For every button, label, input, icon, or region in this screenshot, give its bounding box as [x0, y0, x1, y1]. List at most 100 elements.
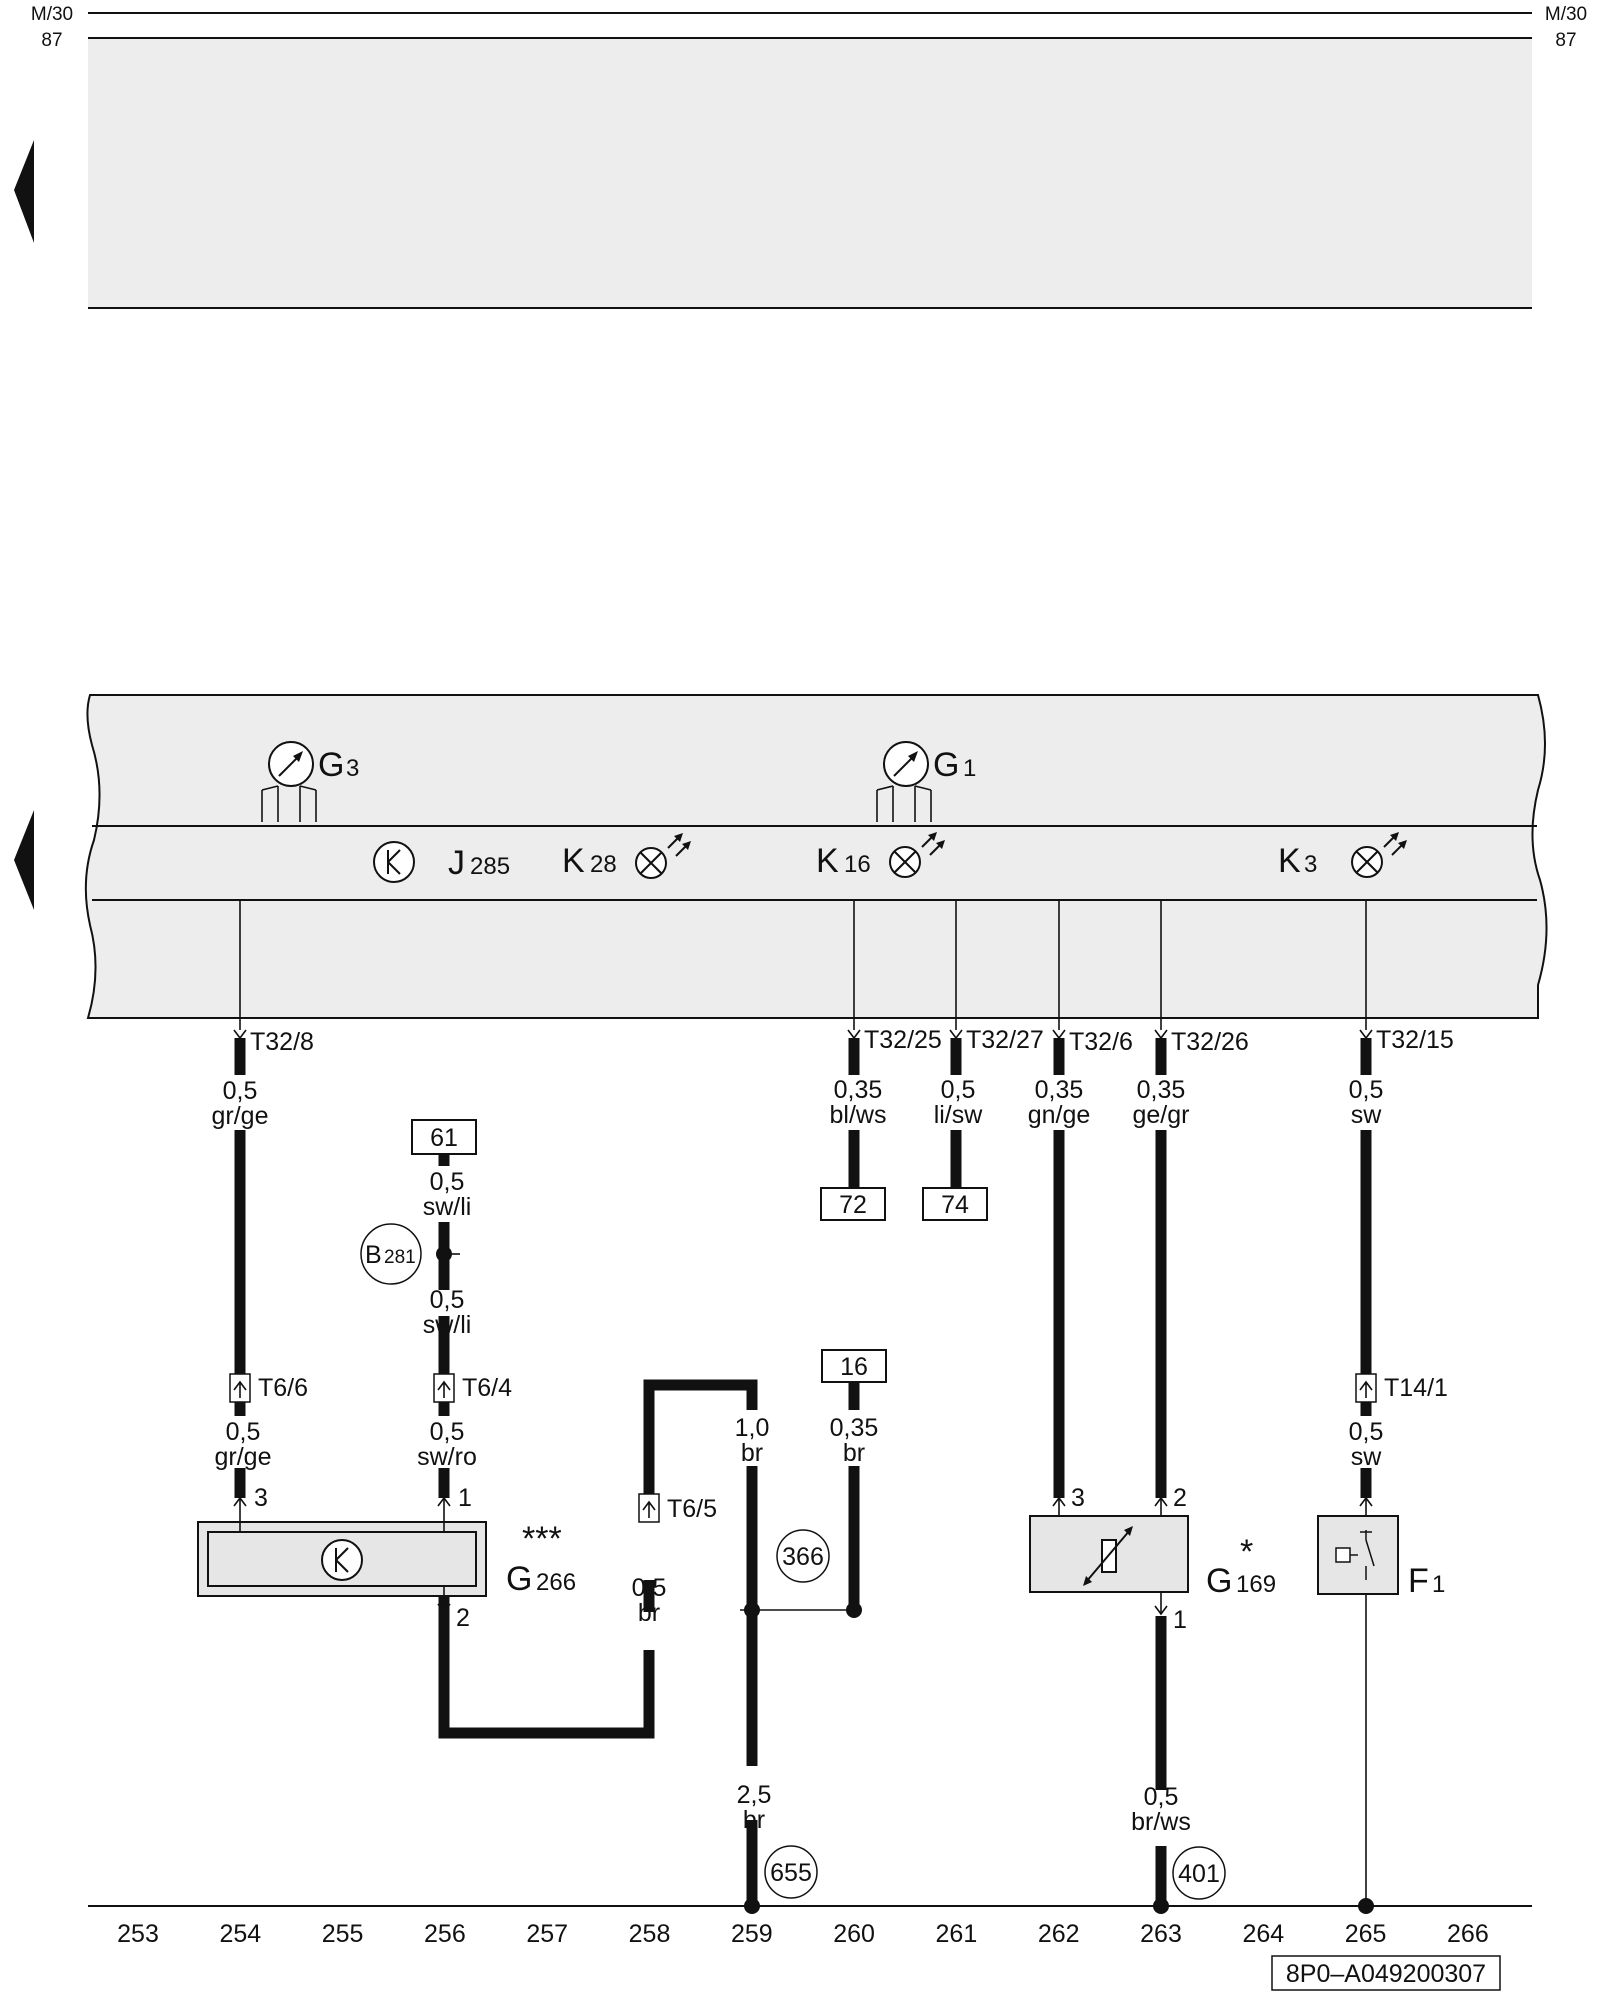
wire-color: gr/ge [212, 1102, 269, 1130]
column-number: 258 [629, 1920, 671, 1948]
rail-label-m30-right: M/30 [1545, 4, 1587, 25]
ground-655: 655 [770, 1859, 812, 1887]
component-mark: *** [522, 1520, 562, 1558]
component-sub: 266 [536, 1569, 576, 1596]
label-k3-letter: K [1278, 842, 1301, 880]
connector-t6-6-icon [229, 1373, 251, 1403]
component-sub: 169 [1236, 1571, 1276, 1598]
column-number: 263 [1140, 1920, 1182, 1948]
pin-number: 1 [1173, 1606, 1187, 1634]
document-id: 8P0–A049200307 [1286, 1960, 1486, 1988]
wire-size: 0,5 [226, 1418, 261, 1446]
sensor-icon [321, 1539, 363, 1581]
ground-points: 366 655 401 [764, 1529, 1226, 1900]
sensor-g169: 3 2 1 * G 169 [1029, 1484, 1276, 1634]
component-letter: G [506, 1560, 532, 1598]
ref-16: 16 [840, 1353, 868, 1381]
ref-72: 72 [839, 1191, 867, 1219]
wire-color: sw/li [423, 1193, 472, 1221]
wire-color: br [741, 1439, 763, 1467]
ground-401: 401 [1178, 1860, 1220, 1888]
fuel-gauge-g1: G 1 [876, 741, 976, 822]
warning-lamp-k28: K 28 [562, 833, 691, 880]
label-g3-letter: G [318, 746, 344, 784]
pin-t32-8: T32/8 [250, 1028, 314, 1056]
wire-color: sw/ro [417, 1443, 477, 1471]
lamp-icon [635, 833, 691, 879]
rail-label-87-left: 87 [41, 30, 62, 51]
column-number: 262 [1038, 1920, 1080, 1948]
connector-label: T14/1 [1384, 1374, 1448, 1402]
wire-size: 0,5 [1349, 1076, 1384, 1104]
column-number: 255 [322, 1920, 364, 1948]
wire-size: 0,35 [1035, 1076, 1084, 1104]
junction-dot [744, 1602, 760, 1618]
pin-t32-27: T32/27 [966, 1026, 1044, 1054]
wire-size: 0,35 [1137, 1076, 1186, 1104]
connector-label: T6/5 [667, 1495, 717, 1523]
wire-color: ge/gr [1133, 1101, 1190, 1129]
ref-74: 74 [941, 1191, 969, 1219]
column-number: 266 [1447, 1920, 1489, 1948]
wire-size: 0,5 [223, 1077, 258, 1105]
pin-number: 1 [458, 1484, 472, 1512]
wire-color: sw [1351, 1101, 1383, 1129]
pin-t32-6: T32/6 [1069, 1028, 1133, 1056]
column-number: 264 [1242, 1920, 1284, 1948]
column-number: 261 [936, 1920, 978, 1948]
reference-boxes: 61 72 74 16 [411, 1119, 988, 1383]
wire-size: 0,35 [830, 1414, 879, 1442]
wire-color: li/sw [934, 1101, 984, 1129]
label-j285-letter: J [448, 844, 465, 882]
instrument-cluster: G 3 G 1 J 285 K 28 [14, 694, 1548, 1030]
label-k28-letter: K [562, 842, 585, 880]
lamp-icon [889, 832, 945, 878]
wire-size: 0,35 [834, 1076, 883, 1104]
label-g1-sub: 1 [963, 755, 976, 782]
pin-number: 2 [1173, 1484, 1187, 1512]
connector-t6-4-icon [433, 1373, 455, 1403]
label-k16-sub: 16 [844, 851, 871, 878]
wire-color: br/ws [1131, 1808, 1191, 1836]
wires [234, 1038, 1374, 1914]
variable-resistor-icon [1083, 1526, 1133, 1586]
lamp-icon [1351, 832, 1407, 878]
inline-connectors: T6/6 T6/4 T6/5 T14/1 [229, 1373, 1448, 1523]
label-k28-sub: 28 [590, 851, 617, 878]
pin-number: 2 [456, 1604, 470, 1632]
fuel-gauge-g3: G 3 [261, 741, 359, 822]
ground-366: 366 [782, 1543, 824, 1571]
component-letter: G [1206, 1562, 1232, 1600]
pin-number: 3 [254, 1484, 268, 1512]
wire-color: sw/li [423, 1311, 472, 1339]
wire-color: sw [1351, 1443, 1383, 1471]
wire-size: 2,5 [737, 1781, 772, 1809]
sensor-g266: 3 1 2 *** G 266 [197, 1484, 576, 1632]
wire-labels: 0,5 gr/ge 0,35 bl/ws 0,5 li/sw 0,35 gn/g… [212, 1076, 1384, 1836]
wire-size: 0,5 [430, 1168, 465, 1196]
wire-size: 0,5 [941, 1076, 976, 1104]
column-number: 253 [117, 1920, 159, 1948]
splice-letter: B [365, 1241, 382, 1269]
wire-color: br [843, 1439, 865, 1467]
wire-size: 0,5 [632, 1574, 667, 1602]
column-number: 254 [219, 1920, 261, 1948]
splice-sub: 281 [384, 1247, 416, 1268]
top-rail: M/30 87 M/30 87 [14, 4, 1587, 309]
connector-label: T6/4 [462, 1374, 512, 1402]
wire-size: 1,0 [735, 1414, 770, 1442]
pin-number: 3 [1071, 1484, 1085, 1512]
label-g1-letter: G [933, 746, 959, 784]
column-number: 257 [526, 1920, 568, 1948]
component-sub: 1 [1432, 1571, 1445, 1598]
warning-lamp-k16: K 16 [816, 832, 945, 880]
connector-t6-5-icon [638, 1493, 660, 1523]
pressure-switch-icon [1335, 1530, 1375, 1580]
wire-size: 0,5 [430, 1286, 465, 1314]
pin-t32-15: T32/15 [1376, 1026, 1454, 1054]
rail-label-87-right: 87 [1555, 30, 1576, 51]
wire-color: br [638, 1599, 660, 1627]
label-g3-sub: 3 [346, 755, 359, 782]
